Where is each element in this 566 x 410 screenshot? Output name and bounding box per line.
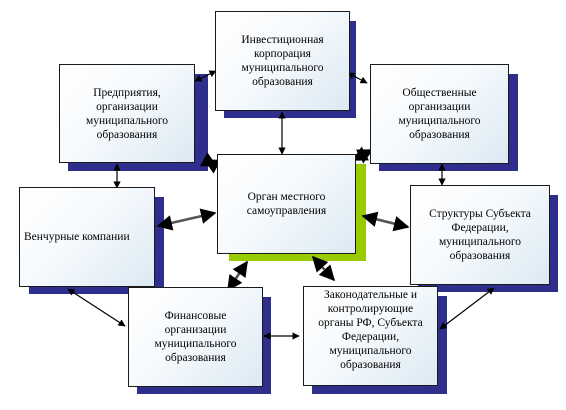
arrow-enterprises-investment [194, 70, 217, 82]
arrow-center-financial [226, 260, 249, 292]
arrow-enterprises-center [199, 152, 222, 174]
investment-corporation-box: Инвестиционная корпорация муниципального… [215, 11, 350, 111]
public-organizations-box: Общественные организации муниципального … [370, 64, 509, 164]
venture-companies-box: Венчурные компании [19, 187, 155, 287]
arrow-center-legislative [311, 255, 336, 282]
arrow-structures-center [361, 211, 410, 232]
arrow-investment-public [347, 72, 368, 84]
local-government-box: Орган местного самоуправления [217, 154, 356, 254]
arrow-public-center [351, 146, 374, 164]
enterprises-box: Предприятия, организации муниципального … [59, 64, 195, 163]
financial-organizations-box: Финансовые организации муниципального об… [128, 287, 263, 387]
arrow-structures-legislative [439, 287, 495, 330]
arrow-venture-center [156, 208, 217, 231]
legislative-bodies-box: Законодательные и контролирующие органы … [303, 286, 438, 386]
arrow-venture-financial [67, 288, 126, 327]
federal-structures-box: Структуры Субъекта Федерации, муниципаль… [410, 185, 550, 285]
